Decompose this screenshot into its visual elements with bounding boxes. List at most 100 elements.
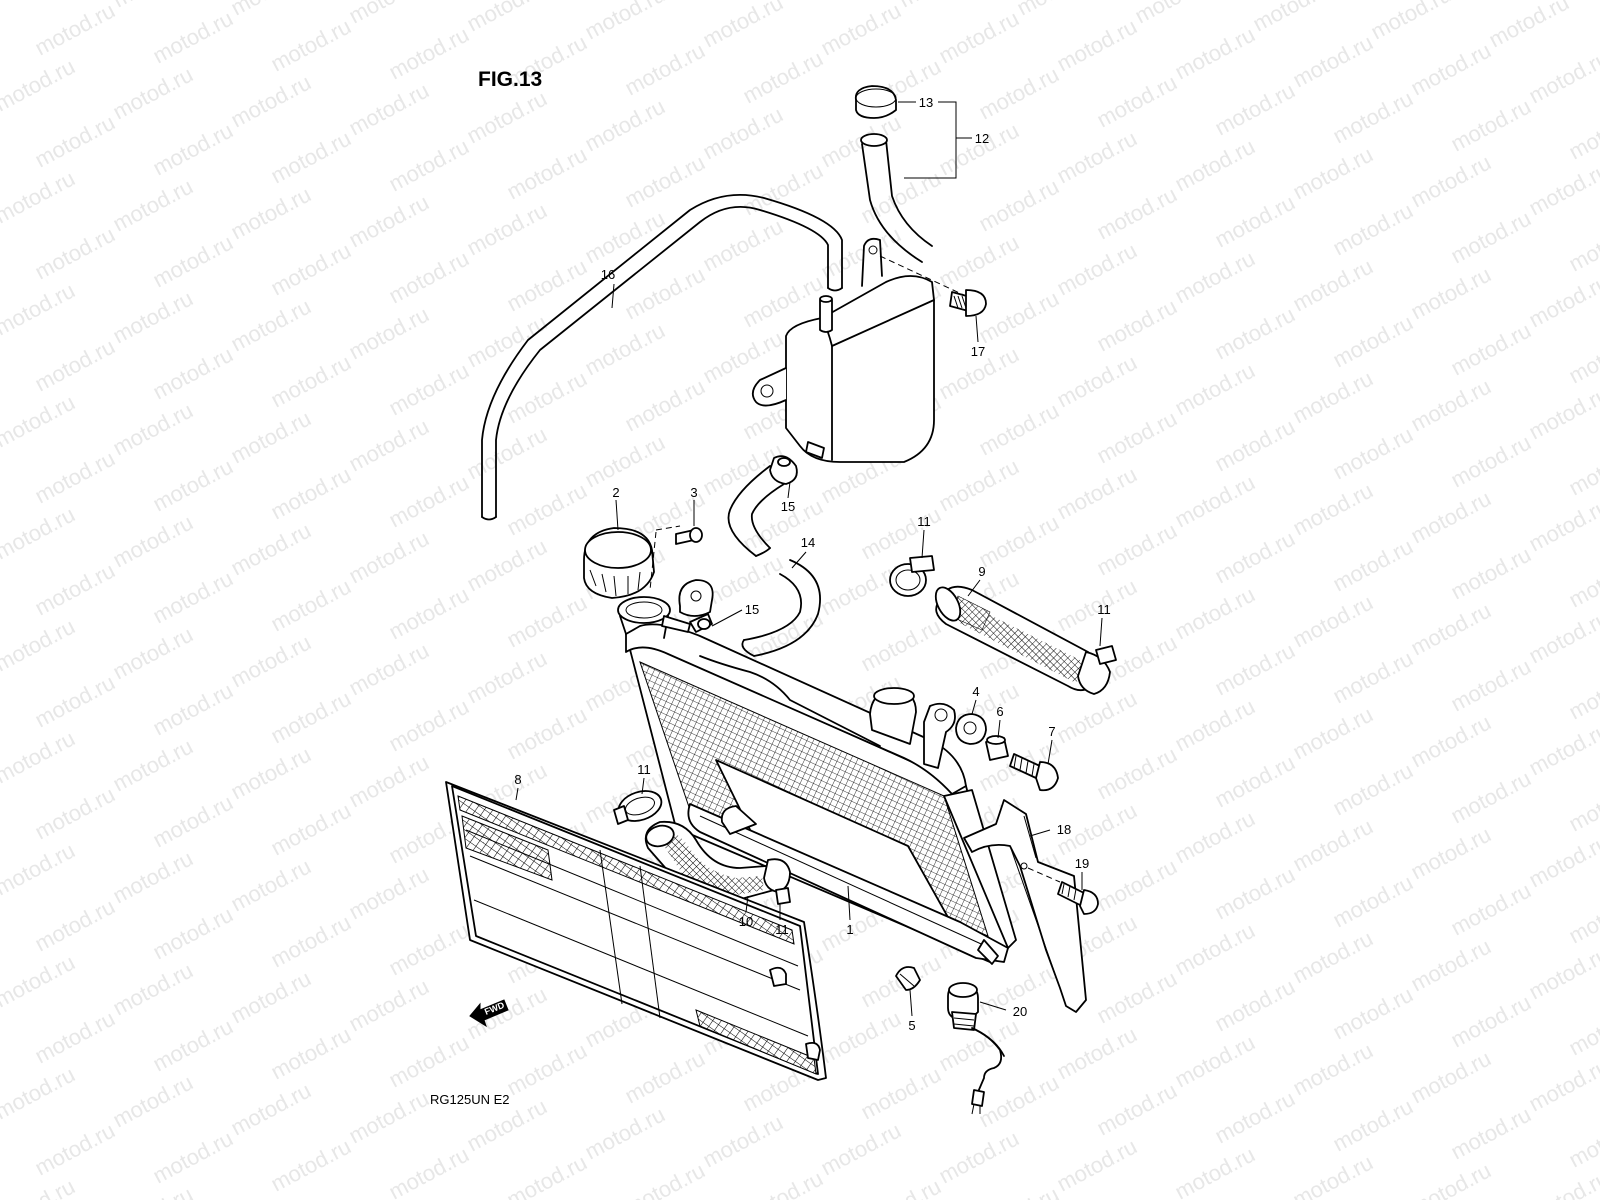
watermark-text: motod.ru <box>1329 758 1417 821</box>
watermark-text: motod.ru <box>31 1118 119 1181</box>
clamp-part-11-lower-left <box>613 790 663 825</box>
watermark-text: motod.ru <box>1211 78 1299 141</box>
watermark-text: motod.ru <box>1485 0 1573 52</box>
watermark-text: motod.ru <box>345 862 433 925</box>
watermark-text: motod.ru <box>1171 470 1259 533</box>
watermark-text: motod.ru <box>1211 1086 1299 1149</box>
watermark-text: motod.ru <box>0 0 79 4</box>
watermark-text: motod.ru <box>1053 350 1141 413</box>
watermark-text: motod.ru <box>227 1078 315 1141</box>
watermark-text: motod.ru <box>1407 1046 1495 1109</box>
watermark-text: motod.ru <box>1053 14 1141 77</box>
watermark-text: motod.ru <box>1053 1022 1141 1085</box>
watermark-text: motod.ru <box>1525 158 1600 221</box>
watermark-text: motod.ru <box>463 198 551 261</box>
callout-11-upper-right: 11 <box>1097 602 1111 617</box>
watermark-text: motod.ru <box>463 646 551 709</box>
watermark-text: motod.ru <box>0 838 79 901</box>
watermark-text: motod.ru <box>935 230 1023 293</box>
watermark-text: motod.ru <box>0 278 79 341</box>
watermark-text: motod.ru <box>1565 1110 1600 1173</box>
watermark-text: motod.ru <box>227 854 315 917</box>
radiator-part-1 <box>617 579 1017 965</box>
watermark-text: motod.ru <box>975 62 1063 125</box>
watermark-text: motod.ru <box>31 0 119 60</box>
watermark-text: motod.ru <box>1289 926 1377 989</box>
clamp-part-15-lower <box>689 613 713 633</box>
watermark-text: motod.ru <box>1329 86 1417 149</box>
watermark-text: motod.ru <box>109 174 197 237</box>
watermark-text: motod.ru <box>1211 526 1299 589</box>
watermark-text: motod.ru <box>739 1166 827 1200</box>
watermark-text: motod.ru <box>149 678 237 741</box>
callout-5: 5 <box>908 1018 915 1033</box>
watermark-text: motod.ru <box>0 166 79 229</box>
callout-14: 14 <box>801 535 815 550</box>
watermark-text: motod.ru <box>109 510 197 573</box>
watermark-text: motod.ru <box>109 286 197 349</box>
watermark-text: motod.ru <box>1093 742 1181 805</box>
watermark-text: motod.ru <box>345 750 433 813</box>
watermark-text: motod.ru <box>0 726 79 789</box>
watermark-text: motod.ru <box>1289 702 1377 765</box>
watermark-text: motod.ru <box>1565 886 1600 949</box>
watermark-text: motod.ru <box>385 918 473 981</box>
watermark-text: motod.ru <box>109 958 197 1021</box>
watermark-text: motod.ru <box>1329 310 1417 373</box>
watermark-text: motod.ru <box>385 1142 473 1200</box>
bracket-part-18 <box>963 799 1087 1013</box>
watermark-text: motod.ru <box>31 670 119 733</box>
bolt-part-17 <box>949 289 987 317</box>
watermark-text: motod.ru <box>1525 718 1600 781</box>
watermark-text: motod.ru <box>31 558 119 621</box>
watermark-text: motod.ru <box>1093 406 1181 469</box>
watermark-text: motod.ru <box>1407 710 1495 773</box>
reservoir-tank <box>751 237 967 463</box>
filler-neck-part-12 <box>860 133 933 263</box>
watermark-text: motod.ru <box>463 86 551 149</box>
watermark-text: motod.ru <box>109 398 197 461</box>
watermark-text: motod.ru <box>463 534 551 597</box>
watermark-text: motod.ru <box>1289 1038 1377 1101</box>
reservoir-cap-part-13 <box>854 85 897 119</box>
watermark-text: motod.ru <box>385 134 473 197</box>
watermark-text: motod.ru <box>1407 486 1495 549</box>
watermark-text: motod.ru <box>935 1014 1023 1077</box>
watermark-text: motod.ru <box>1447 1102 1535 1165</box>
watermark-text: motod.ru <box>1289 1150 1377 1200</box>
callout-9: 9 <box>978 564 985 579</box>
watermark-text: motod.ru <box>227 518 315 581</box>
watermark-text: motod.ru <box>267 574 355 637</box>
watermark-text: motod.ru <box>817 0 905 60</box>
watermark-text: motod.ru <box>1329 646 1417 709</box>
watermark-text: motod.ru <box>503 142 591 205</box>
watermark-text: motod.ru <box>1211 974 1299 1037</box>
model-code: RG125UN E2 <box>430 1092 509 1107</box>
watermark-text: motod.ru <box>267 910 355 973</box>
watermark-text: motod.ru <box>739 158 827 221</box>
watermark-text: motod.ru <box>1407 822 1495 885</box>
watermark-text: motod.ru <box>699 102 787 165</box>
watermark-text: motod.ru <box>109 1182 197 1200</box>
watermark-text: motod.ru <box>621 38 709 101</box>
watermark-text: motod.ru <box>1525 270 1600 333</box>
watermark-text: motod.ru <box>149 1126 237 1189</box>
watermark-text: motod.ru <box>1407 934 1495 997</box>
watermark-text: motod.ru <box>31 894 119 957</box>
callout-11-lower-left: 11 <box>637 762 651 777</box>
clamp-part-11-upper-right <box>1077 645 1117 695</box>
watermark-text: motod.ru <box>503 478 591 541</box>
watermark-text: motod.ru <box>935 1126 1023 1189</box>
watermark-text: motod.ru <box>581 430 669 493</box>
watermark-text: motod.ru <box>975 174 1063 237</box>
callout-10: 10 <box>739 914 753 929</box>
watermark-text: motod.ru <box>345 638 433 701</box>
watermark-text: motod.ru <box>975 510 1063 573</box>
callout-11-upper-left: 11 <box>917 514 931 529</box>
watermark-text: motod.ru <box>699 0 787 52</box>
callout-13: 13 <box>919 95 933 110</box>
watermark-text: motod.ru <box>267 350 355 413</box>
watermark-text: motod.ru <box>227 406 315 469</box>
watermark-text: motod.ru <box>1211 414 1299 477</box>
watermark-text: motod.ru <box>1329 422 1417 485</box>
